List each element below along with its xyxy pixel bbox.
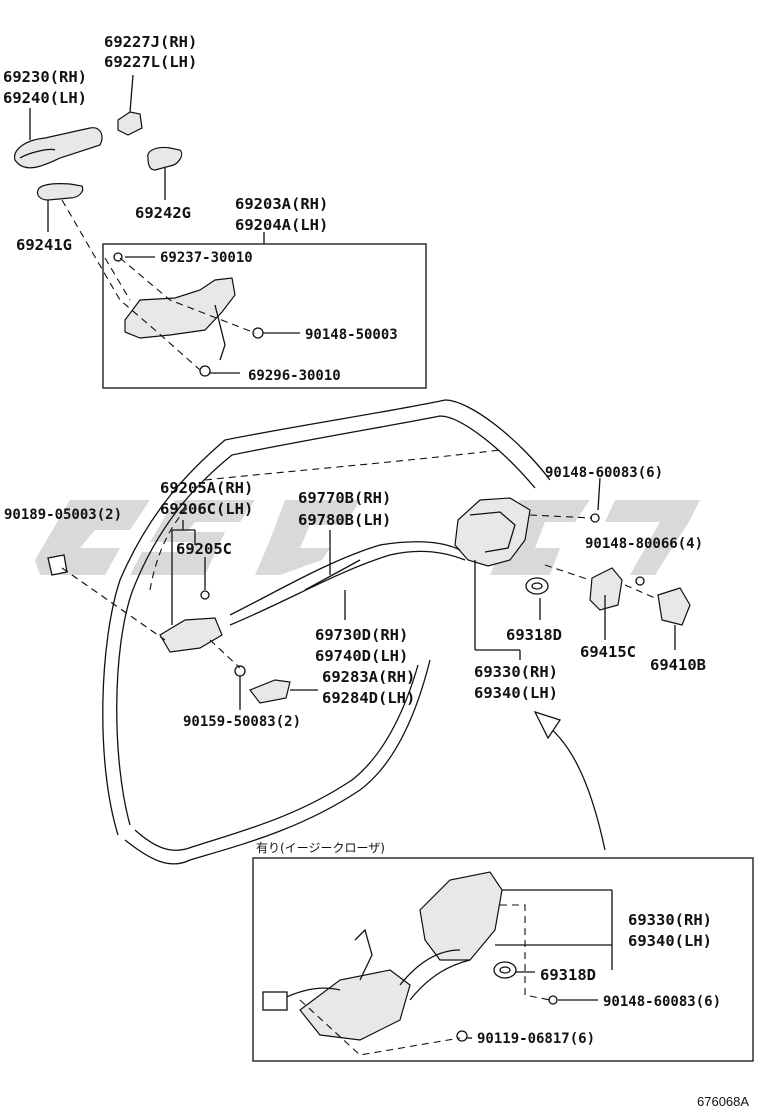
inside-handle [159, 590, 223, 653]
label-90148-60083-inset: 90148-60083(6) [603, 994, 721, 1010]
clip [47, 554, 68, 576]
inset-leader-lines [299, 889, 613, 1056]
door-cables [229, 541, 466, 626]
label-69780b: 69780B(LH) [298, 511, 391, 529]
lock-cover [589, 567, 623, 611]
inside-handle-bezel [249, 679, 291, 704]
grommet [525, 577, 549, 595]
label-69330-inset: 69330(RH) [628, 911, 712, 929]
label-69415c: 69415C [580, 643, 636, 661]
leader-lines [29, 74, 676, 851]
door-lock-assembly [454, 497, 531, 567]
label-69230: 69230(RH) [3, 68, 87, 86]
handle-frame [113, 252, 264, 377]
label-69410b: 69410B [650, 656, 706, 674]
label-69340-top: 69340(LH) [474, 684, 558, 702]
label-69227j: 69227J(RH) [104, 33, 197, 51]
label-69240: 69240(LH) [3, 89, 87, 107]
diagram-code: 676068A [697, 1094, 749, 1109]
label-69770b: 69770B(RH) [298, 489, 391, 507]
label-90148-50003: 90148-50003 [305, 327, 398, 343]
handle-pad-front [147, 146, 183, 171]
label-69237: 69237-30010 [160, 250, 253, 266]
lock-bolt [590, 513, 600, 523]
label-69740d: 69740D(LH) [315, 647, 408, 665]
label-69318d-inset: 69318D [540, 966, 596, 984]
inset-lock-assembly [262, 871, 558, 1042]
label-69227l: 69227L(LH) [104, 53, 197, 71]
label-90148-60083-top: 90148-60083(6) [545, 465, 663, 481]
inset-box [252, 857, 754, 1062]
outside-handle [14, 127, 103, 169]
handle-pad-rear [36, 183, 84, 201]
label-69242g: 69242G [135, 204, 191, 222]
label-69205c: 69205C [176, 540, 232, 558]
label-90148-80066: 90148-80066(4) [585, 536, 703, 552]
handle-cap [117, 111, 143, 136]
label-69204a: 69204A(LH) [235, 216, 328, 234]
label-90159: 90159-50083(2) [183, 714, 301, 730]
label-69205a: 69205A(RH) [160, 479, 253, 497]
label-69296: 69296-30010 [248, 368, 341, 384]
label-69241g: 69241G [16, 236, 72, 254]
inset-title: 有り(イージークローザ) [256, 841, 385, 855]
door-outline [102, 399, 551, 865]
label-69206c: 69206C(LH) [160, 500, 253, 518]
label-69330-top: 69330(RH) [474, 663, 558, 681]
label-69283a: 69283A(RH) [322, 668, 415, 686]
label-69730d: 69730D(RH) [315, 626, 408, 644]
label-69318d-top: 69318D [506, 626, 562, 644]
label-69284d: 69284D(LH) [322, 689, 415, 707]
door-striker [635, 576, 691, 626]
label-69203a: 69203A(RH) [235, 195, 328, 213]
label-90189: 90189-05003(2) [4, 507, 122, 523]
label-90119: 90119-06817(6) [477, 1031, 595, 1047]
label-69340-inset: 69340(LH) [628, 932, 712, 950]
